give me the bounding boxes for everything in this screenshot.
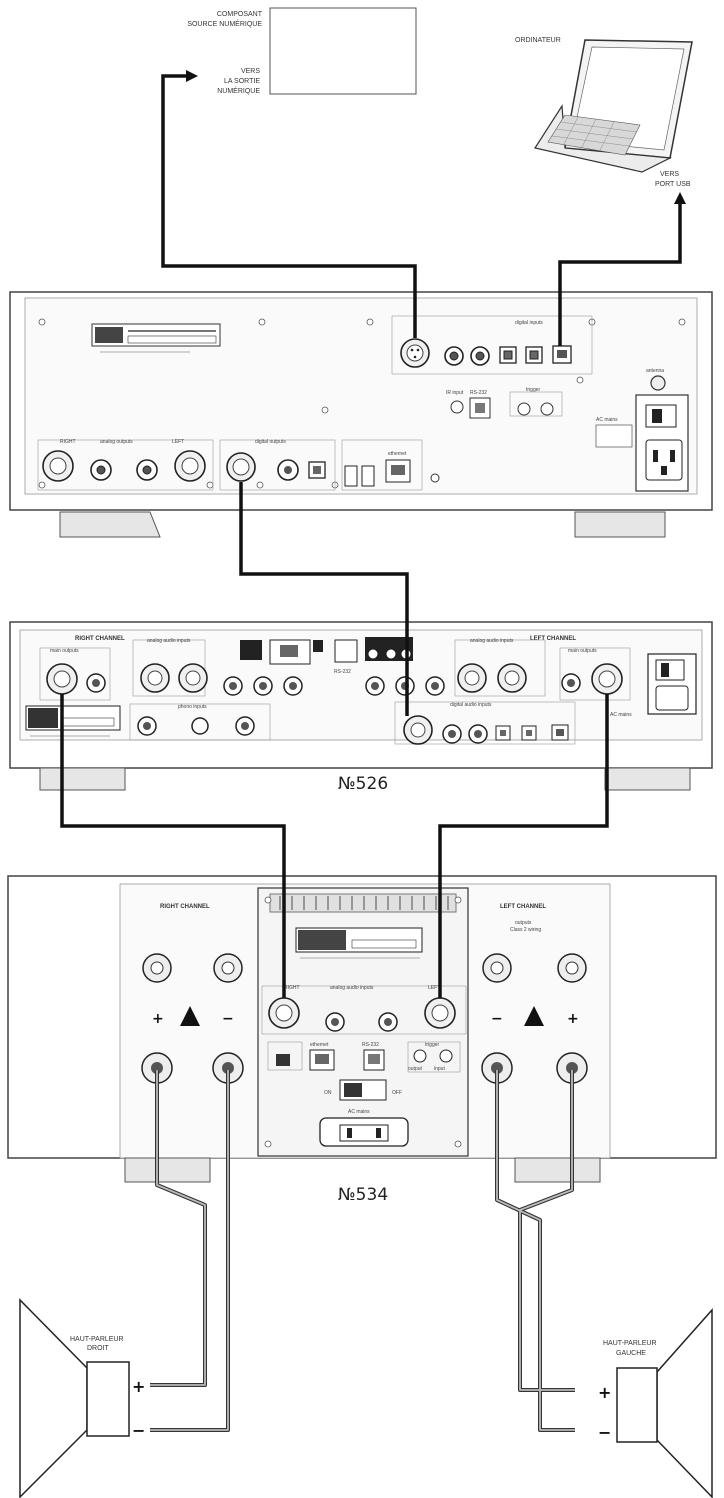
amp-right-channel-label: RIGHT CHANNEL <box>160 904 210 910</box>
source-label-line1: COMPOSANT <box>217 11 263 18</box>
amp-ac-mains-label: AC mains <box>348 1109 370 1115</box>
speaker-cables <box>150 1070 575 1432</box>
amp-trigger-label: trigger <box>425 1042 440 1048</box>
dac-ac-mains-label: AC mains <box>596 417 618 423</box>
computer-usb-label-line1: VERS <box>660 171 679 178</box>
preamp-rs232-label: RS-232 <box>334 669 351 675</box>
source-out-label-line2: LA SORTIE <box>224 78 260 85</box>
computer-label: ORDINATEUR <box>515 37 561 44</box>
dac-left-label: LEFT <box>172 439 184 445</box>
amp-left-label: LEFT <box>428 985 440 991</box>
amp-right-label: RIGHT <box>284 985 300 991</box>
dac-ethernet-label: ethernet <box>388 451 407 457</box>
dac-antenna-port <box>650 375 666 391</box>
dac-xlr-out-left <box>174 450 206 482</box>
speaker-right-label-line1: HAUT-PARLEUR <box>70 1336 124 1343</box>
arrow-to-source <box>186 70 198 82</box>
computer-usb-label-line2: PORT USB <box>655 181 691 188</box>
amp-left-channel-label: LEFT CHANNEL <box>500 904 546 910</box>
speaker-right-label-line2: DROIT <box>87 1345 110 1352</box>
preamp-phono-inputs-label: phono inputs <box>178 704 207 710</box>
speaker-right-magnet <box>86 1361 130 1437</box>
amp-left-plus-label: + <box>567 1011 579 1027</box>
amp-trigger-output-label: output <box>408 1066 423 1072</box>
dac-trigger-label: trigger <box>526 387 541 393</box>
cable-source-to-dac <box>161 74 417 338</box>
dac-coax-inputs <box>444 346 490 366</box>
amp-right-plus-label: + <box>152 1011 164 1027</box>
preamp-right-channel-label: RIGHT CHANNEL <box>75 636 125 642</box>
dac-optical-inputs <box>499 346 543 364</box>
speaker-right-cone <box>19 1298 88 1498</box>
digital-source-component: COMPOSANT SOURCE NUMÉRIQUE VERS LA SORTI… <box>187 7 417 95</box>
amp-foot-left <box>124 1157 211 1183</box>
source-out-label-line3: NUMÉRIQUE <box>217 86 260 95</box>
dac-aes-input <box>400 338 430 368</box>
amp-left-minus-label: − <box>491 1011 503 1027</box>
preamp-unit: RIGHT CHANNEL LEFT CHANNEL main outputs … <box>9 621 713 794</box>
amp-trigger-input-label: input <box>434 1066 445 1072</box>
dac-unit: digital inputs IR input RS-232 trigger <box>9 291 713 538</box>
dac-right-label: RIGHT <box>60 439 76 445</box>
amp-right-minus-label: − <box>222 1011 234 1027</box>
amp-outputs-label: outputs <box>515 920 532 926</box>
speaker-left-label-line1: HAUT-PARLEUR <box>603 1340 657 1347</box>
preamp-left-channel-label: LEFT CHANNEL <box>530 636 576 642</box>
dac-digital-outputs-label: digital outputs <box>255 439 286 445</box>
amp-switch-on-label: ON <box>324 1090 332 1096</box>
dac-foot-right <box>574 511 666 538</box>
source-out-label-line1: VERS <box>241 68 260 75</box>
amp-class-label: Class 2 wiring <box>510 927 541 933</box>
preamp-analog-inputs-left-label: analog audio inputs <box>470 638 514 644</box>
source-label-line2: SOURCE NUMÉRIQUE <box>187 19 262 28</box>
amp-analog-inputs-label: analog audio inputs <box>330 985 374 991</box>
preamp-digital-inputs-label: digital audio inputs <box>450 702 492 708</box>
amp-rs232-label: RS-232 <box>362 1042 379 1048</box>
speaker-left-magnet <box>616 1367 658 1443</box>
dac-analog-outputs-label: analog outputs <box>100 439 133 445</box>
dac-ir-label: IR input <box>446 390 464 396</box>
speaker-left-plus: + <box>598 1383 611 1402</box>
digital-source-box <box>269 7 417 95</box>
amp-unit: RIGHT analog audio inputs LEFT ethernet … <box>7 875 717 1205</box>
cable-dac-to-preamp <box>239 482 409 716</box>
preamp-ac-mains-label: AC mains <box>610 712 632 718</box>
speaker-left-minus: − <box>598 1423 611 1442</box>
speaker-left: HAUT-PARLEUR GAUCHE + − <box>598 1308 713 1498</box>
speaker-right-minus: − <box>132 1421 145 1440</box>
arrow-to-computer <box>674 192 686 204</box>
preamp-analog-inputs-right-label: analog audio inputs <box>147 638 191 644</box>
speaker-right-plus: + <box>132 1377 145 1396</box>
dac-aes-output <box>226 452 256 482</box>
preamp-main-outputs-left-label: main outputs <box>568 648 597 654</box>
amp-foot-right <box>514 1157 601 1183</box>
dac-foot-left <box>59 511 161 538</box>
amp-right-posts <box>141 953 244 1084</box>
amp-switch-off-label: OFF <box>392 1090 402 1096</box>
dac-rs232-label: RS-232 <box>470 390 487 396</box>
preamp-main-outputs-right-label: main outputs <box>50 648 79 654</box>
cable-computer-to-dac <box>558 200 682 346</box>
amp-ethernet-label: ethernet <box>310 1042 329 1048</box>
cables <box>60 74 682 998</box>
dac-usb-input <box>552 345 572 364</box>
computer: ORDINATEUR VERS PORT USB <box>515 37 693 188</box>
dac-antenna-label: antenna <box>646 368 664 374</box>
preamp-foot-right <box>604 767 691 791</box>
preamp-model-label: №526 <box>338 774 388 794</box>
laptop-keyboard-base <box>534 104 673 173</box>
speaker-left-cone <box>656 1308 713 1498</box>
speaker-right: HAUT-PARLEUR DROIT + − <box>19 1298 145 1498</box>
preamp-foot-left <box>39 767 126 791</box>
dac-xlr-out-right <box>42 450 74 482</box>
cable-preamp-to-amp-left <box>438 694 609 998</box>
cable-preamp-to-amp-right <box>60 694 286 998</box>
amp-left-posts <box>481 953 588 1084</box>
dac-digital-inputs-label: digital inputs <box>515 320 543 326</box>
speaker-left-label-line2: GAUCHE <box>616 1350 646 1357</box>
amp-model-label: №534 <box>338 1185 388 1205</box>
